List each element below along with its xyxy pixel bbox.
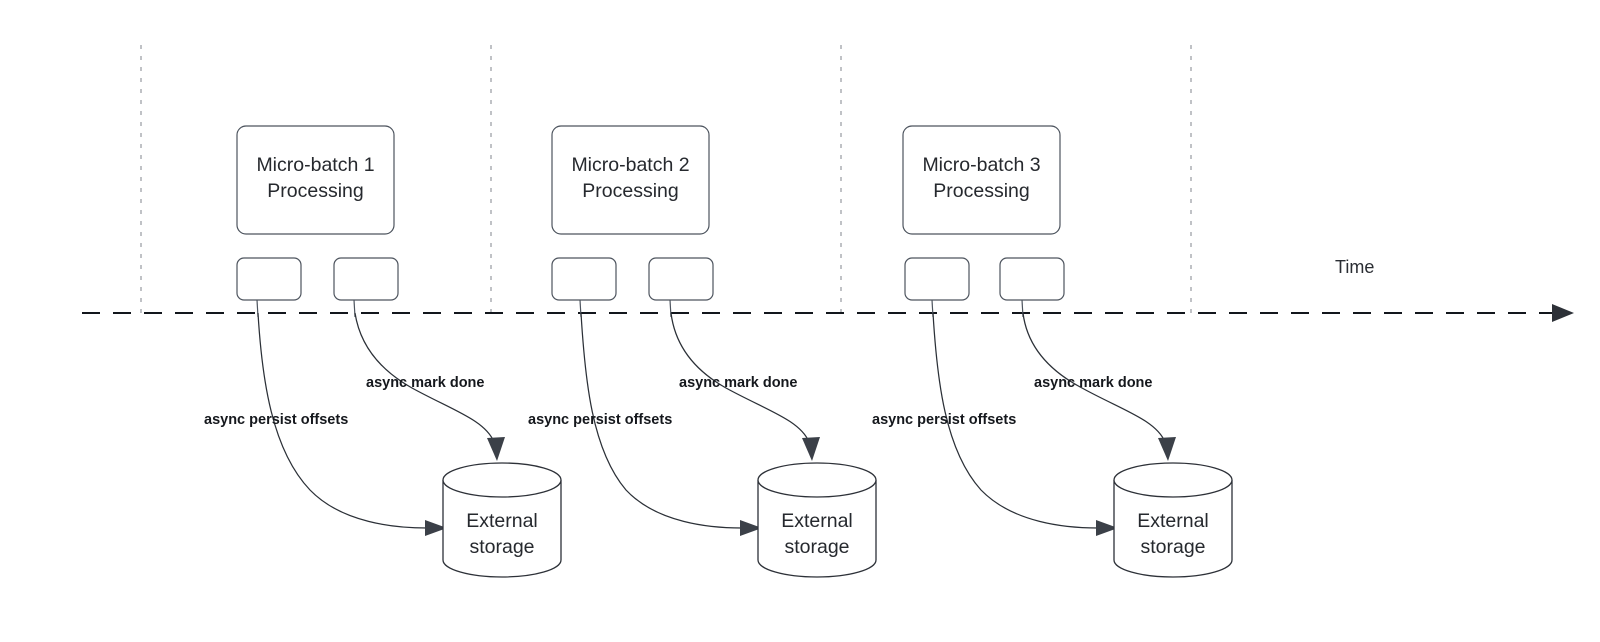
persist-edge-2 [580, 312, 743, 529]
timeline-label: Time [1335, 257, 1374, 277]
markdone-edge-1-arrowhead-icon [487, 437, 505, 461]
persist-edge-1-label: async persist offsets [204, 412, 348, 428]
tick-line-group [140, 45, 1192, 313]
micro-batch-box-2-label-line2: Processing [582, 180, 678, 202]
persist-edge-3-label: async persist offsets [872, 412, 1016, 428]
persist-task-box-3[interactable] [904, 257, 970, 301]
micro-batch-box-3-label-line2: Processing [933, 180, 1029, 202]
persist-edge-3-arrowhead-icon [1096, 520, 1118, 536]
external-storage-2-label-line2: storage [784, 536, 849, 558]
markdone-edge-1 [354, 312, 495, 443]
micro-batch-box-2[interactable] [551, 125, 710, 235]
external-storage-1-top [442, 462, 562, 498]
external-storage-2[interactable]: External storage [757, 462, 877, 578]
external-storage-2-label-line1: External [781, 510, 853, 532]
external-storage-3-label-line2: storage [1140, 536, 1205, 558]
external-storage-1-label-line1: External [466, 510, 538, 532]
persist-edge-1 [257, 312, 428, 529]
timeline-axis [82, 304, 1574, 322]
persist-edge-3 [932, 312, 1099, 529]
external-storage-3-body [1113, 480, 1233, 578]
mark-done-task-box-1[interactable] [333, 257, 399, 301]
micro-batch-box-3[interactable] [902, 125, 1061, 235]
markdone-edge-2-arrowhead-icon [802, 437, 820, 461]
external-storage-1[interactable]: External storage [442, 462, 562, 578]
mark-done-task-box-2[interactable] [648, 257, 714, 301]
persist-edge-2-label: async persist offsets [528, 412, 672, 428]
group-2: Micro-batch 2 Processing async persist o… [528, 125, 877, 578]
external-storage-2-top [757, 462, 877, 498]
group-3: Micro-batch 3 Processing async persist o… [872, 125, 1233, 578]
persist-task-box-1[interactable] [236, 257, 302, 301]
timeline-arrowhead-icon [1552, 304, 1574, 322]
persist-task-box-2[interactable] [551, 257, 617, 301]
micro-batch-box-3-label-line1: Micro-batch 3 [922, 154, 1040, 176]
external-storage-1-label-line2: storage [469, 536, 534, 558]
micro-batch-box-2-label-line1: Micro-batch 2 [571, 154, 689, 176]
markdone-edge-3 [1022, 312, 1166, 443]
persist-edge-1-arrowhead-icon [425, 520, 447, 536]
micro-batch-box-1-label-line1: Micro-batch 1 [256, 154, 374, 176]
markdone-edge-2-label: async mark done [679, 375, 797, 391]
markdone-edge-2 [670, 312, 810, 443]
external-storage-2-body [757, 480, 877, 578]
external-storage-1-body [442, 480, 562, 578]
external-storage-3-label-line1: External [1137, 510, 1209, 532]
external-storage-3-top [1113, 462, 1233, 498]
markdone-edge-3-label: async mark done [1034, 375, 1152, 391]
mark-done-task-box-3[interactable] [999, 257, 1065, 301]
markdone-edge-1-label: async mark done [366, 375, 484, 391]
markdone-edge-3-arrowhead-icon [1158, 437, 1176, 461]
micro-batch-box-1[interactable] [236, 125, 395, 235]
micro-batch-box-1-label-line2: Processing [267, 180, 363, 202]
persist-edge-2-arrowhead-icon [740, 520, 762, 536]
external-storage-3[interactable]: External storage [1113, 462, 1233, 578]
group-1: Micro-batch 1 Processing async persist o… [204, 125, 562, 578]
